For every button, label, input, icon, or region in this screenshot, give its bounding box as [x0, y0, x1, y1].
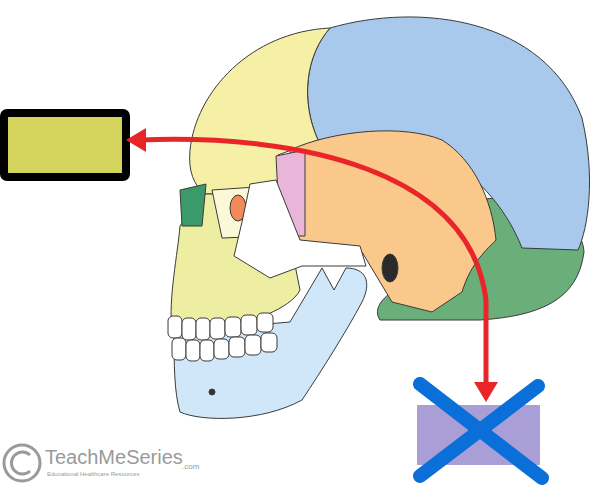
watermark: TeachMeSeries — [45, 447, 183, 467]
target-box — [4, 113, 126, 177]
mandible-bone — [174, 268, 367, 418]
watermark-subtext: Educational Healthcare Resources — [47, 471, 139, 477]
cross-mark — [420, 384, 542, 478]
nasal-bone — [180, 184, 206, 226]
watermark-subtext: .com — [182, 463, 199, 471]
copyright-logo — [4, 445, 40, 481]
curved-arrow — [140, 139, 486, 388]
arrow-head — [474, 382, 498, 402]
teeth — [168, 313, 277, 361]
mental-foramen — [209, 389, 215, 395]
ear-canal — [382, 254, 398, 282]
zygomatic-bone — [234, 180, 366, 278]
arrow-head — [126, 128, 146, 152]
